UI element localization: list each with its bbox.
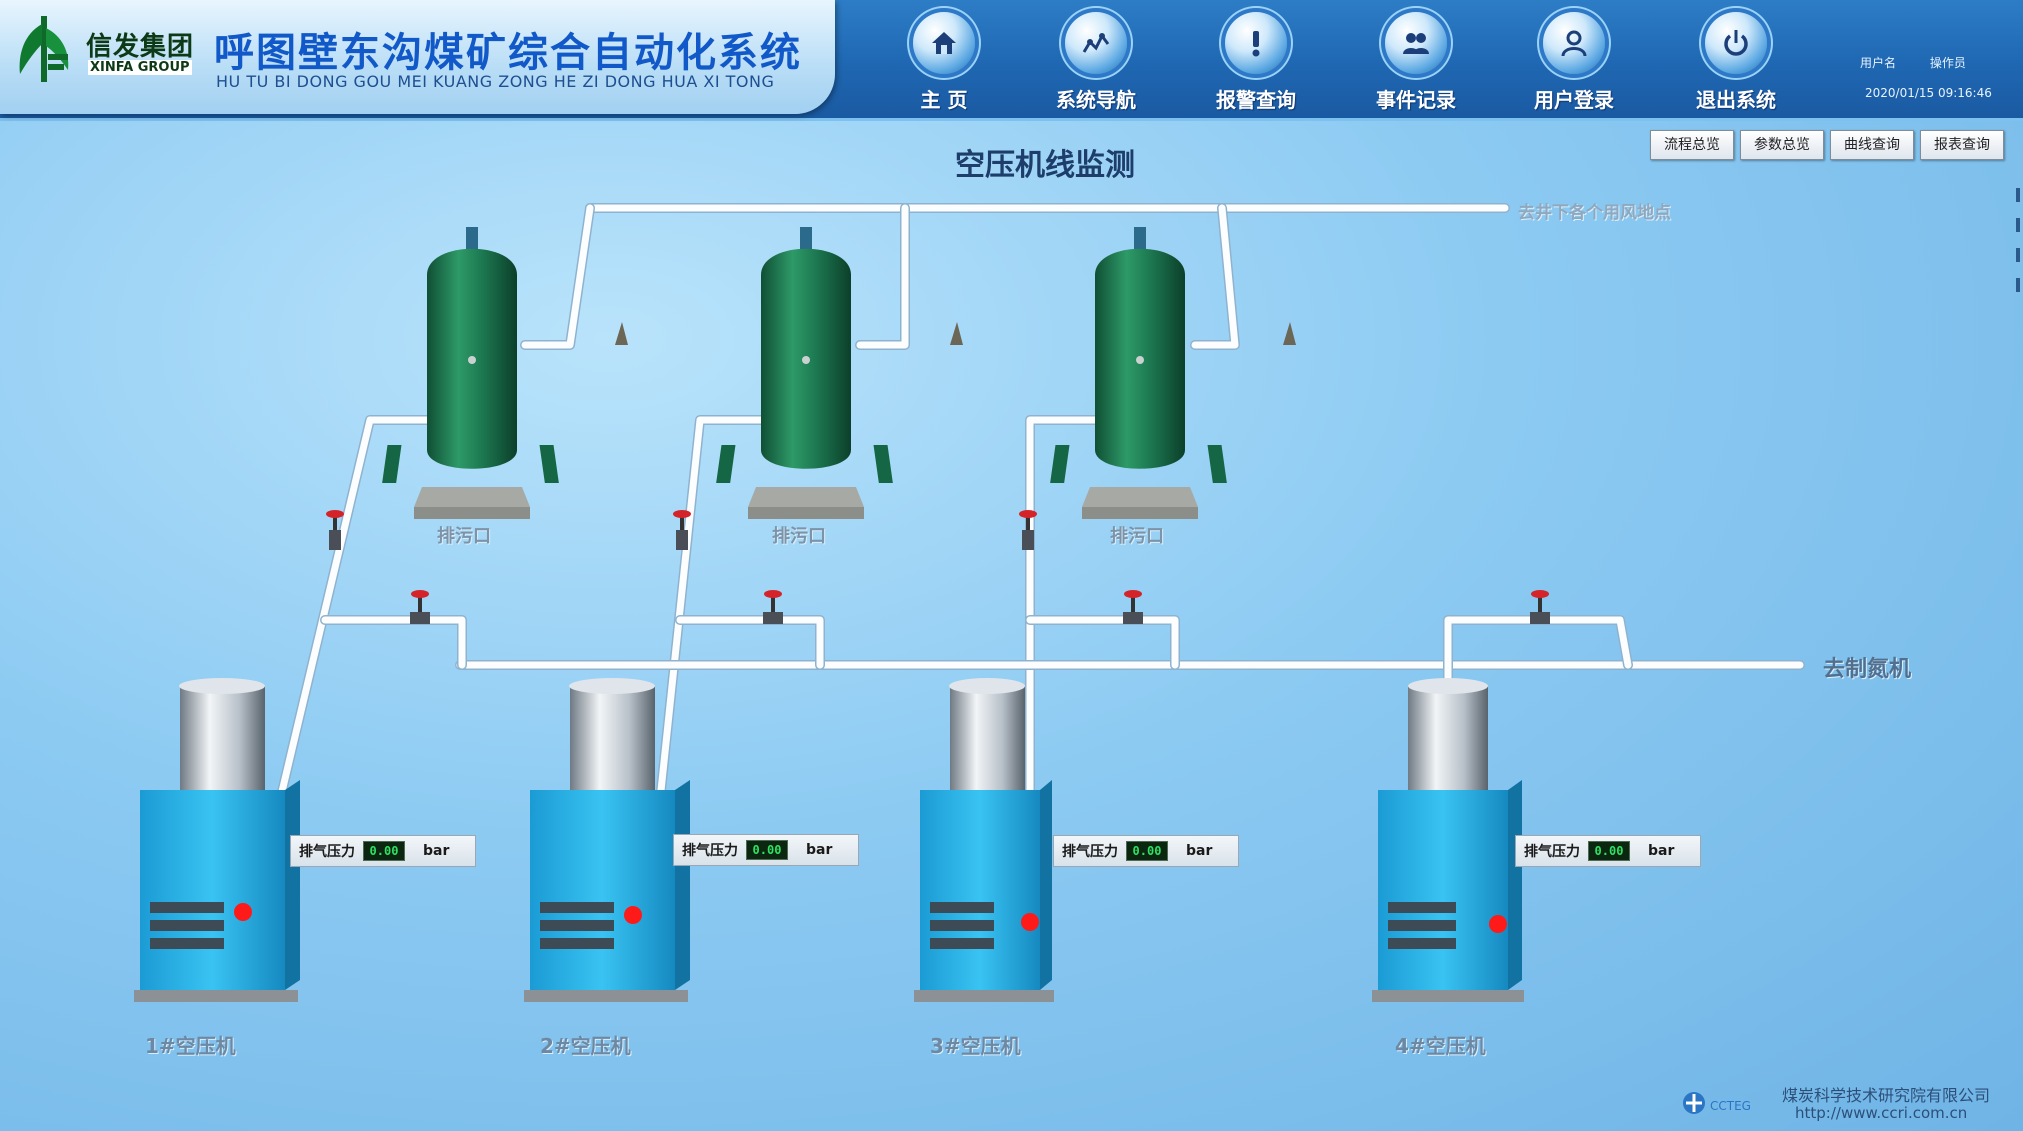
nav-event-record-label: 事件记录 (1376, 88, 1456, 112)
report-query-button[interactable]: 报表查询 (1920, 130, 2004, 160)
username-label: 用户名 (1860, 56, 1897, 70)
pressure-label: 排气压力 (299, 844, 355, 860)
discharge-pressure-readout: 排气压力 0.00 bar (1515, 835, 1701, 867)
event-icon (1385, 12, 1447, 74)
nav-home-label: 主 页 (920, 88, 968, 112)
underground-destination-label: 去井下各个用风地点 (1518, 203, 1671, 223)
pressure-value: 0.00 (1588, 841, 1630, 861)
nav-exit-system-button[interactable]: 退出系统 (1676, 8, 1796, 112)
discharge-pressure-readout: 排气压力 0.00 bar (1053, 835, 1239, 867)
outlet-fittings (615, 322, 1296, 345)
system-title: 呼图壁东沟煤矿综合自动化系统 (214, 30, 802, 76)
air-receiver-tank[interactable] (716, 227, 893, 519)
compressor-name: 2#空压机 (540, 1034, 631, 1058)
brand-name-cn: 信发集团 (86, 32, 195, 62)
xinfa-logo-icon (19, 16, 69, 82)
nav-user-login-label: 用户登录 (1534, 88, 1614, 112)
navigation-icon (1065, 12, 1127, 74)
nav-home-button[interactable]: 主 页 (884, 8, 1004, 112)
compressor-name: 1#空压机 (145, 1034, 236, 1058)
compressor-name: 4#空压机 (1395, 1034, 1486, 1058)
air-compressor[interactable] (914, 678, 1054, 1002)
parameter-overview-button[interactable]: 参数总览 (1740, 130, 1824, 160)
curve-query-button[interactable]: 曲线查询 (1830, 130, 1914, 160)
air-compressor[interactable] (524, 678, 690, 1002)
alarm-indicator-icon (1021, 913, 1039, 931)
nav-user-login-button[interactable]: 用户登录 (1514, 8, 1634, 112)
air-compressor[interactable] (134, 678, 300, 1002)
pipe-network (275, 203, 1805, 805)
drain-label: 排污口 (1110, 526, 1164, 547)
title-panel: 信发集团 XINFA GROUP 呼图壁东沟煤矿综合自动化系统 HU TU BI… (0, 0, 835, 114)
pressure-label: 排气压力 (682, 843, 738, 859)
system-subtitle: HU TU BI DONG GOU MEI KUANG ZONG HE ZI D… (216, 72, 775, 91)
header-bar: 信发集团 XINFA GROUP 呼图壁东沟煤矿综合自动化系统 HU TU BI… (0, 0, 2023, 121)
power-icon (1705, 12, 1767, 74)
air-receiver-tank[interactable] (1050, 227, 1227, 519)
user-icon (1543, 12, 1605, 74)
footer-url[interactable]: http://www.ccri.com.cn (1795, 1104, 1968, 1122)
discharge-pressure-readout: 排气压力 0.00 bar (290, 835, 476, 867)
pressure-label: 排气压力 (1062, 844, 1118, 860)
nav-alarm-query-label: 报警查询 (1216, 88, 1296, 112)
nitrogen-destination-label: 去制氮机 (1823, 657, 1912, 682)
pressure-unit: bar (423, 843, 450, 859)
nav-system-navigation-label: 系统导航 (1056, 88, 1136, 112)
valve-icon[interactable] (1019, 510, 1037, 550)
air-compressor[interactable] (1372, 678, 1524, 1002)
alarm-indicator-icon (624, 906, 642, 924)
page-title: 空压机线监测 (955, 148, 1135, 183)
cctec-logo-text: CCTEG (1710, 1099, 1751, 1113)
pressure-unit: bar (1648, 843, 1675, 859)
brand-name-en: XINFA GROUP (88, 60, 192, 75)
nav-system-navigation-button[interactable]: 系统导航 (1036, 8, 1156, 112)
drain-label: 排污口 (772, 526, 826, 547)
compressor-name: 3#空压机 (930, 1034, 1021, 1058)
nav-event-record-button[interactable]: 事件记录 (1356, 8, 1476, 112)
valve-icon[interactable] (1530, 590, 1550, 624)
pressure-value: 0.00 (1126, 841, 1168, 861)
alarm-indicator-icon (1489, 915, 1507, 933)
cctec-logo-icon: CCTEG (1683, 1092, 1751, 1114)
pressure-value: 0.00 (363, 841, 405, 861)
datetime-display: 2020/01/15 09:16:46 (1865, 86, 1992, 100)
role-label: 操作员 (1929, 56, 1966, 70)
alarm-indicator-icon (234, 903, 252, 921)
footer-organization: 煤炭科学技术研究院有限公司 (1782, 1086, 1991, 1105)
valve-icon[interactable] (673, 510, 691, 550)
valve-icon[interactable] (410, 590, 430, 624)
pressure-label: 排气压力 (1524, 844, 1580, 860)
pressure-value: 0.00 (746, 840, 788, 860)
user-info: 用户名 操作员 (1860, 54, 1996, 71)
valve-icon[interactable] (763, 590, 783, 624)
home-icon (913, 12, 975, 74)
drain-label: 排污口 (437, 526, 491, 547)
nav-exit-system-label: 退出系统 (1696, 88, 1776, 112)
process-overview-button[interactable]: 流程总览 (1650, 130, 1734, 160)
nav-alarm-query-button[interactable]: 报警查询 (1196, 8, 1316, 112)
side-scroll-markers[interactable] (2016, 188, 2022, 308)
valve-icon[interactable] (326, 510, 344, 550)
valve-icon[interactable] (1123, 590, 1143, 624)
alarm-icon (1225, 12, 1287, 74)
pressure-unit: bar (806, 842, 833, 858)
view-toolbar: 流程总览参数总览曲线查询报表查询 (1650, 130, 2010, 160)
pressure-unit: bar (1186, 843, 1213, 859)
discharge-pressure-readout: 排气压力 0.00 bar (673, 834, 859, 866)
air-receiver-tank[interactable] (382, 227, 559, 519)
